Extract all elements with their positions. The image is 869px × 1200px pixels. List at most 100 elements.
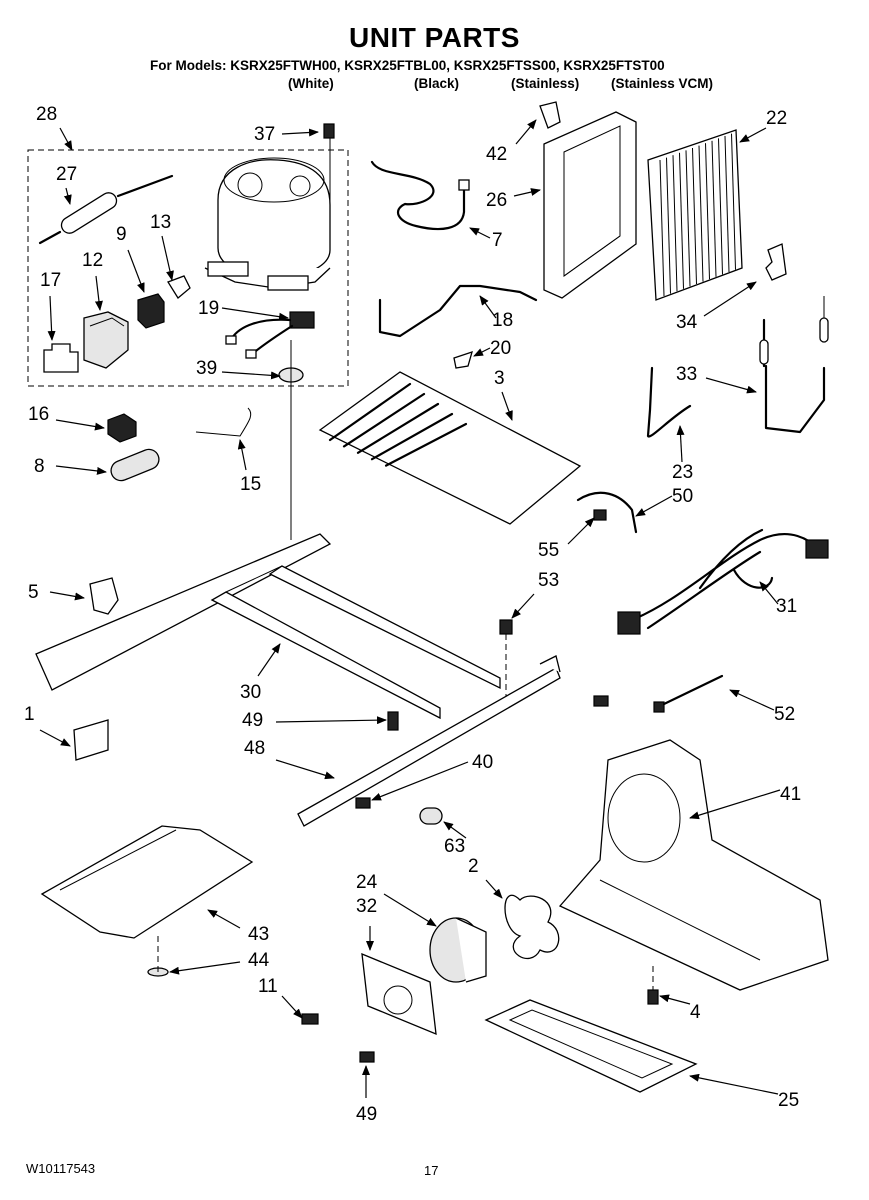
leader-15	[237, 439, 247, 471]
leader-4	[659, 994, 691, 1005]
variant-stainless-vcm: (Stainless VCM)	[611, 76, 714, 91]
leader-34	[703, 281, 757, 317]
compressor-kit-box	[27, 149, 349, 387]
callout-label-22: 22	[766, 108, 787, 129]
callout-label-16: 16	[28, 404, 49, 425]
leader-12	[94, 275, 103, 311]
leader-17	[47, 295, 56, 341]
callout-label-44: 44	[248, 950, 270, 971]
part-22-condenser	[647, 129, 743, 301]
leader-3	[501, 391, 513, 421]
leader-23	[676, 425, 685, 463]
callout-label-5: 5	[28, 582, 39, 603]
part-50-heater-wire	[576, 491, 638, 534]
evaporator-coil-row	[356, 402, 440, 454]
callout-label-15: 15	[240, 474, 261, 495]
leader-55	[567, 517, 595, 545]
part-33-heat-exchanger-tube	[759, 296, 829, 434]
part-39-grommet	[278, 340, 304, 540]
leader-22	[739, 127, 767, 143]
leader-13	[161, 235, 174, 281]
callout-label-12: 12	[82, 250, 103, 271]
leader-5	[49, 591, 85, 601]
part-4-screw	[647, 966, 659, 1005]
variant-black: (Black)	[414, 76, 460, 91]
callout-label-9: 9	[116, 224, 127, 245]
callout-label-37: 37	[254, 124, 275, 145]
part-30-frame	[35, 533, 501, 720]
part-2-fan-blade	[504, 894, 560, 960]
evaporator-coil-row	[384, 422, 468, 467]
leader-28	[59, 127, 73, 151]
leader-40	[371, 761, 469, 801]
leader-7	[469, 227, 491, 239]
part-49-screw-upper	[387, 711, 399, 731]
part-48-rail	[297, 655, 561, 827]
callout-label-23: 23	[672, 462, 693, 483]
leader-2	[485, 879, 503, 899]
leader-1	[39, 729, 71, 747]
callout-label-3: 3	[494, 368, 505, 389]
callout-label-13: 13	[150, 212, 171, 233]
callout-label-48: 48	[244, 738, 265, 759]
callout-label-49: 49	[242, 710, 263, 731]
callout-label-39: 39	[196, 358, 217, 379]
callout-label-50: 50	[672, 486, 693, 507]
condenser-fin	[724, 135, 730, 273]
leader-53	[511, 593, 535, 619]
callout-label-49: 49	[356, 1104, 377, 1125]
callout-label-1: 1	[24, 704, 35, 725]
compressor	[204, 130, 331, 291]
condenser-fin	[672, 155, 678, 292]
part-27-capillary-tube	[38, 174, 174, 245]
part-25-drain-pan	[484, 999, 698, 1093]
callout-label-11: 11	[258, 976, 278, 997]
callout-label-63: 63	[444, 836, 465, 857]
leader-43	[207, 909, 241, 929]
callout-label-33: 33	[676, 364, 697, 385]
page-number: 17	[424, 1163, 439, 1178]
part-8-drier	[110, 448, 160, 482]
part-23-wire	[646, 366, 692, 438]
part-5-bracket	[89, 577, 119, 615]
leader-44	[169, 961, 241, 975]
condenser-fin	[679, 152, 684, 289]
part-9-relay	[137, 293, 165, 329]
callout-label-43: 43	[248, 924, 269, 945]
condenser-fin	[718, 138, 723, 275]
callout-label-41: 41	[780, 784, 801, 805]
part-52-cable-tie	[653, 674, 724, 713]
leader-19	[221, 307, 289, 321]
part-41-base-pan	[558, 739, 829, 991]
leader-37	[281, 128, 319, 137]
leader-9	[127, 249, 145, 293]
leader-63	[443, 821, 467, 839]
part-3-evaporator	[318, 371, 582, 525]
callout-label-40: 40	[472, 752, 493, 773]
part-18-tube	[378, 284, 538, 338]
part-32-motor-bracket	[361, 952, 437, 1036]
page-title: UNIT PARTS	[349, 22, 520, 53]
part-7-tube	[370, 160, 470, 231]
evaporator-coil-row	[342, 392, 426, 448]
callout-label-32: 32	[356, 896, 377, 917]
part-15-wire	[195, 407, 252, 437]
condenser-fin	[692, 147, 697, 285]
leader-41	[689, 789, 781, 820]
evaporator-coil-row	[370, 412, 454, 461]
leader-39	[221, 371, 281, 380]
leader-26	[513, 188, 541, 197]
leader-52	[729, 689, 775, 711]
document-number: W10117543	[26, 1161, 96, 1176]
part-43-cover	[40, 825, 254, 939]
part-34-bracket	[765, 243, 787, 281]
condenser-fin	[731, 133, 736, 270]
part-31-wire-harness	[617, 528, 829, 635]
leader-16	[55, 419, 105, 431]
part-20-clip	[453, 350, 473, 369]
leader-18	[479, 295, 497, 319]
callout-label-8: 8	[34, 456, 45, 477]
part-16-clip	[107, 413, 137, 443]
part-37-screw	[323, 123, 335, 139]
